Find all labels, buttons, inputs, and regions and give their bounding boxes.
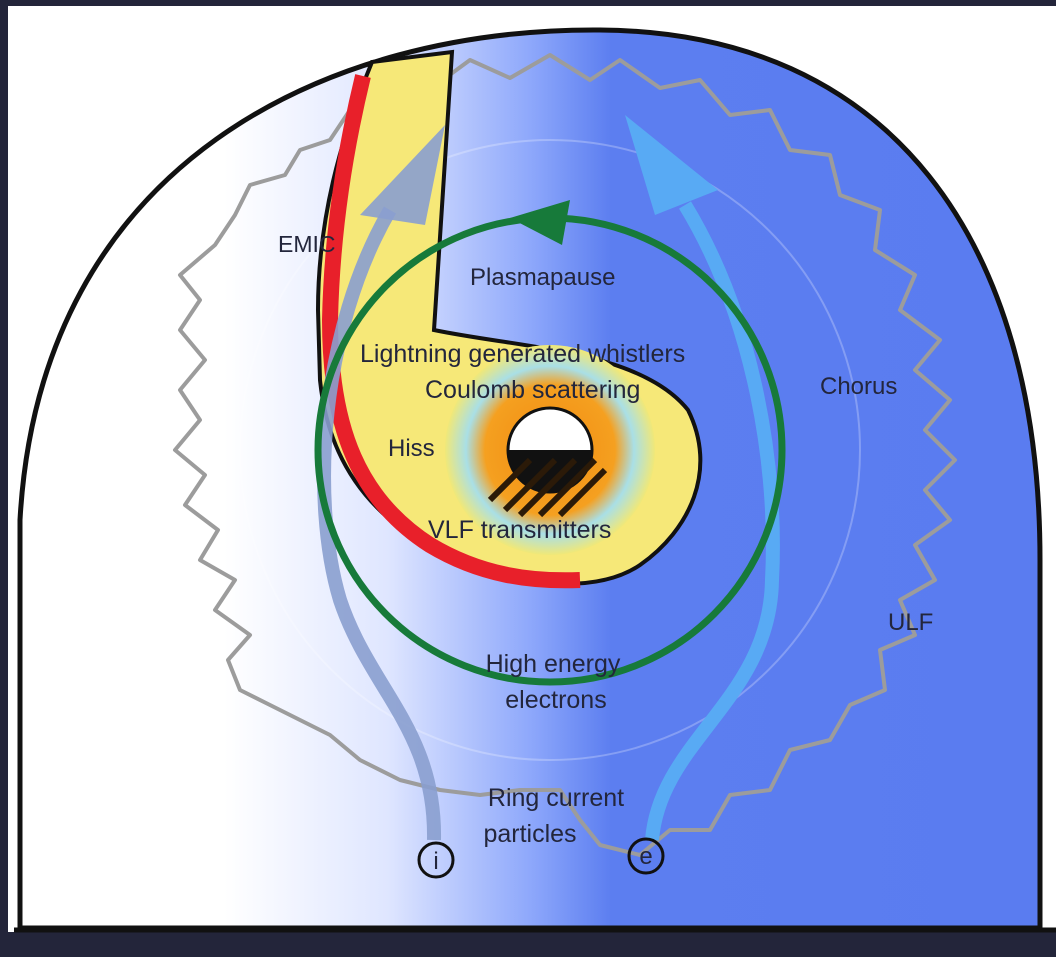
electron-symbol: e [627, 837, 665, 875]
label-lightning-whistlers: Lightning generated whistlers [360, 340, 685, 368]
label-chorus: Chorus [820, 373, 897, 400]
label-electrons: electrons [505, 686, 606, 714]
label-high-energy: High energy [486, 650, 621, 678]
label-emic: EMIC [278, 231, 336, 257]
ion-symbol: i [417, 841, 455, 879]
svg-text:i: i [433, 848, 438, 875]
label-vlf-transmitters: VLF transmitters [428, 516, 611, 544]
label-particles: particles [483, 820, 576, 848]
label-ulf: ULF [888, 609, 933, 636]
label-coulomb-scattering: Coulomb scattering [425, 376, 640, 404]
svg-text:e: e [639, 843, 652, 870]
label-ring-current: Ring current [488, 784, 624, 812]
ion-drift-path [317, 125, 445, 841]
electron-drift-path [625, 115, 780, 841]
label-hiss: Hiss [388, 435, 435, 462]
orbit-ring [239, 139, 861, 761]
ulf-wave [173, 53, 957, 857]
high-energy-drift-ring [314, 200, 786, 686]
plasmapause-edge [321, 74, 581, 589]
label-plasmapause: Plasmapause [470, 264, 615, 291]
